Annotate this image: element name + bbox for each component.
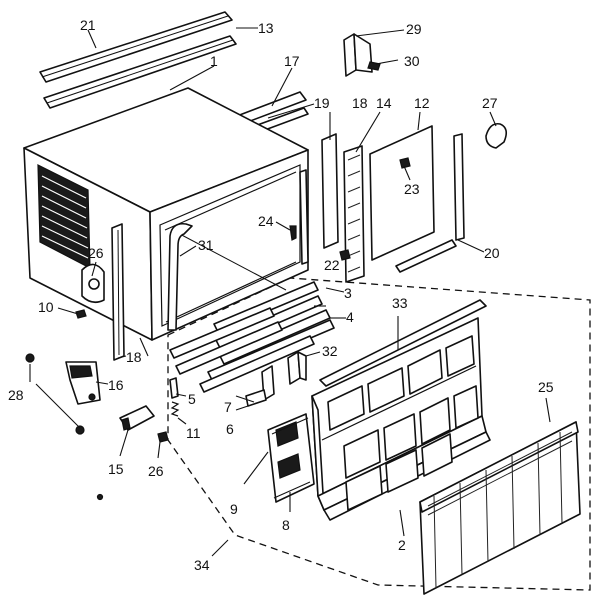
callout-34: 34 xyxy=(194,557,210,573)
part-14-seal xyxy=(339,145,365,283)
callout-numbers: 21 13 1 17 19 18 14 12 27 29 30 23 20 24… xyxy=(8,17,554,573)
callout-32: 32 xyxy=(322,343,338,359)
part-9-filter-frame xyxy=(267,413,315,503)
callout-15: 15 xyxy=(108,461,124,477)
callout-4: 4 xyxy=(346,309,354,325)
callout-18-top: 18 xyxy=(352,95,368,111)
grille-top-windows xyxy=(327,335,475,431)
assembly-group-outline xyxy=(167,277,591,591)
callout-26-top: 26 xyxy=(88,245,104,261)
callout-3: 3 xyxy=(344,285,352,301)
callout-27: 27 xyxy=(482,95,498,111)
callout-22: 22 xyxy=(324,257,340,273)
callout-2: 2 xyxy=(398,537,406,553)
part-29-bracket xyxy=(343,33,373,77)
part-32-bracket xyxy=(287,351,307,385)
part-25-filter xyxy=(419,421,581,595)
callout-24: 24 xyxy=(258,213,274,229)
callout-13: 13 xyxy=(258,20,274,36)
part-20-strips xyxy=(395,133,465,273)
callout-16: 16 xyxy=(108,377,124,393)
callout-6: 6 xyxy=(226,421,234,437)
part-21-top-rail xyxy=(39,11,233,83)
part-11-spring xyxy=(170,401,180,417)
callout-7: 7 xyxy=(224,399,232,415)
part-5-pivot xyxy=(169,377,179,399)
callout-21: 21 xyxy=(80,17,96,33)
callout-30: 30 xyxy=(404,53,420,69)
part-7-bracket xyxy=(245,365,275,407)
part-26-screw xyxy=(157,431,169,443)
part-18-right-strip xyxy=(321,133,339,249)
part-16-bracket xyxy=(65,361,101,405)
part-2-front-grille xyxy=(311,317,491,521)
part-18-left-strip xyxy=(111,223,125,361)
part-23-screw xyxy=(399,157,411,169)
callout-28: 28 xyxy=(8,387,24,403)
callout-1: 1 xyxy=(210,53,218,69)
part-10-screw xyxy=(75,309,87,319)
part-27-clip xyxy=(485,122,508,149)
part-31-tube xyxy=(167,222,193,331)
part-15-clip xyxy=(119,405,155,431)
part-13-top-strip xyxy=(43,35,237,109)
side-louvers xyxy=(37,164,91,270)
callout-19: 19 xyxy=(314,95,330,111)
callout-5: 5 xyxy=(188,391,196,407)
grille-lower-windows xyxy=(343,385,479,511)
callout-23: 23 xyxy=(404,181,420,197)
callout-26-bottom: 26 xyxy=(148,463,164,479)
callout-20: 20 xyxy=(484,245,500,261)
callout-29: 29 xyxy=(406,21,422,37)
leader-lines xyxy=(29,27,551,557)
louver-bar-set xyxy=(169,307,315,393)
part-26-bracket xyxy=(81,263,105,304)
part-4-louver-bars xyxy=(207,309,335,381)
callout-25: 25 xyxy=(538,379,554,395)
part-24-screw xyxy=(289,225,297,241)
callout-8: 8 xyxy=(282,517,290,533)
callout-9: 9 xyxy=(230,501,238,517)
part-12-panel xyxy=(369,125,435,261)
callout-31: 31 xyxy=(198,237,214,253)
callout-33: 33 xyxy=(392,295,408,311)
part-22-louver-bars xyxy=(213,281,323,349)
part-28-nut xyxy=(25,353,85,435)
callout-17: 17 xyxy=(284,53,300,69)
callout-14: 14 xyxy=(376,95,392,111)
loose-dot xyxy=(96,493,104,501)
callout-10: 10 xyxy=(38,299,54,315)
callout-11: 11 xyxy=(186,425,201,441)
callout-12: 12 xyxy=(414,95,430,111)
callout-18-left: 18 xyxy=(126,349,142,365)
part-33-strip xyxy=(319,299,487,387)
